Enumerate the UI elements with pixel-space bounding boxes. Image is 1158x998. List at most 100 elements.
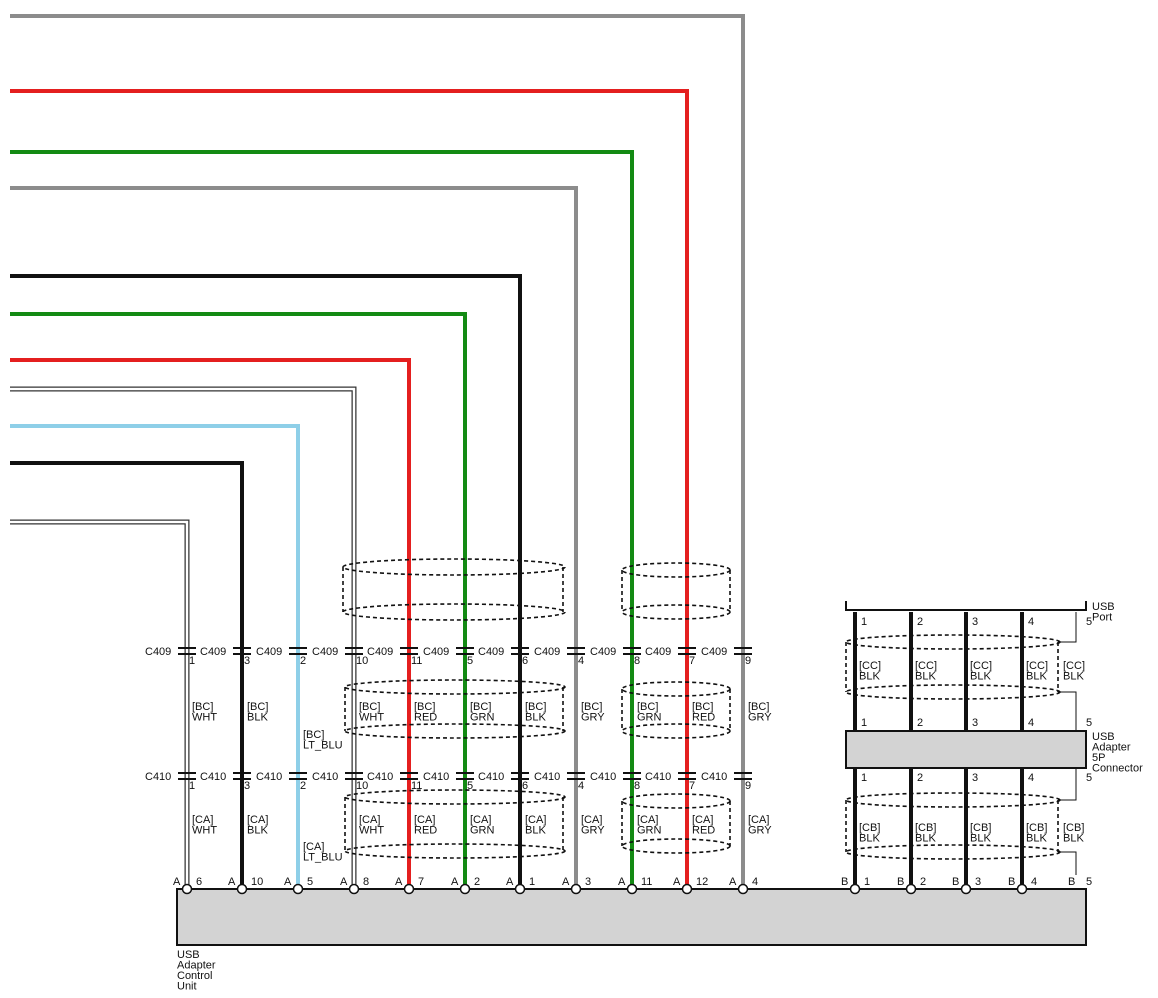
usb-port-bracket (845, 601, 1087, 611)
unit-pin-label: 4 (752, 876, 758, 888)
wire-wht (10, 520, 189, 889)
connector-pin-lower: 8 (634, 780, 640, 792)
usb-wire-label-upper: [CC] (970, 660, 992, 672)
unit-terminal (292, 883, 304, 895)
unit-side-label: A (562, 876, 570, 888)
wire-label-lower: [CA] (192, 814, 213, 826)
connector-id-lower: C410 (312, 771, 338, 783)
usb-adapter-pin-bottom: 2 (917, 772, 923, 784)
unit-side-label: A (395, 876, 403, 888)
unit-pin-label: 3 (585, 876, 591, 888)
wire-label-lower: [CA] (637, 814, 658, 826)
shield-low-left (344, 843, 566, 859)
connector-pin-lower: 10 (356, 780, 368, 792)
unit-side-label: A (451, 876, 459, 888)
usb-wire-label-upper: BLK (915, 671, 936, 683)
adapter-connector-label: USB (1092, 731, 1115, 743)
wire-label-upper: GRN (637, 712, 662, 724)
usb-shield-label-upper: [CC] (1063, 660, 1085, 672)
usb-wire-label-lower: [CB] (859, 822, 880, 834)
connector-id-upper: C409 (645, 646, 671, 658)
unit-pin-label-b: 1 (864, 876, 870, 888)
wire-wht (10, 519, 190, 889)
wire-label-upper: BLK (525, 712, 546, 724)
usb-adapter-pin5-top: 5 (1086, 717, 1092, 729)
unit-terminal (570, 883, 582, 895)
shield-mid-right (621, 723, 731, 739)
shield-top-left (342, 603, 566, 621)
wire-label-lower: WHT (192, 825, 217, 837)
unit-pin-label: 7 (418, 876, 424, 888)
usb-wire-label-upper: BLK (859, 671, 880, 683)
usb-port-label: USB (1092, 601, 1115, 613)
connector-pin-lower: 3 (244, 780, 250, 792)
usb-adapter-pin-bottom: 3 (972, 772, 978, 784)
unit-terminal (626, 883, 638, 895)
connector-id-upper: C409 (200, 646, 226, 658)
connector-id-lower: C410 (256, 771, 282, 783)
connector-pin-upper: 11 (411, 655, 422, 667)
unit-side-label-b5: B (1068, 876, 1075, 888)
wire-label-upper: [BC] (470, 701, 491, 713)
wire-blk2 (10, 274, 522, 889)
unit-pin-label: 6 (196, 876, 202, 888)
wire-label-upper: [BC] (692, 701, 713, 713)
unit-side-label: A (673, 876, 681, 888)
shield-top-left (342, 558, 566, 576)
wire-label-upper: WHT (359, 712, 384, 724)
connector-id-upper: C409 (701, 646, 727, 658)
wire-red1 (10, 358, 411, 889)
wire-label-upper: WHT (192, 712, 217, 724)
connector-pin-lower: 7 (689, 780, 695, 792)
control-unit-label: Control (177, 970, 212, 982)
connector-pin-upper: 2 (300, 655, 306, 667)
unit-pin-label: 8 (363, 876, 369, 888)
wire-label-lower: [CA] (247, 814, 268, 826)
connector-id-upper: C409 (145, 646, 171, 658)
connector-id-upper: C409 (423, 646, 449, 658)
usb-adapter-pin-top: 2 (917, 717, 923, 729)
unit-pin-label-b5: 5 (1086, 876, 1092, 888)
usb-wire-label-lower: BLK (1026, 833, 1047, 845)
component-layer (176, 601, 1087, 946)
shield-top-right (621, 604, 731, 620)
unit-side-label-b: B (952, 876, 959, 888)
wire-label-upper: [BC] (525, 701, 546, 713)
usb-wire-label-upper: [CC] (1026, 660, 1048, 672)
usb-wire-label-lower: BLK (970, 833, 991, 845)
wire-blk1 (10, 461, 244, 889)
usb-wire-label-lower: [CB] (1026, 822, 1047, 834)
shield-low-right (621, 838, 731, 854)
shield-layer (342, 558, 1077, 875)
adapter-connector-label: 5P (1092, 752, 1105, 764)
wire-label-upper: GRY (581, 712, 605, 724)
shield-usb-lower (845, 792, 1061, 808)
connector-pin-upper: 10 (356, 655, 368, 667)
connector-id-lower: C410 (367, 771, 393, 783)
connector-pin-lower: 2 (300, 780, 306, 792)
usb-shield-label-lower: [CB] (1063, 822, 1084, 834)
drain-wire (1058, 768, 1077, 801)
wire-label-lower: LT_BLU (303, 852, 343, 864)
wire-gry1 (10, 186, 578, 889)
wire-label-upper: [BC] (192, 701, 213, 713)
wire-label-upper: [BC] (359, 701, 380, 713)
unit-side-label: A (284, 876, 292, 888)
shield-mid-left (344, 723, 566, 739)
unit-terminal (348, 883, 360, 895)
unit-side-label-b: B (897, 876, 904, 888)
wire-label-lower: RED (414, 825, 437, 837)
unit-side-label: A (729, 876, 737, 888)
wire-label-lower: [CA] (359, 814, 380, 826)
usb-adapter-pin-bottom: 1 (861, 772, 867, 784)
usb-adapter-pin-top: 3 (972, 717, 978, 729)
wire-label-upper: [BC] (414, 701, 435, 713)
drain-wire (1058, 691, 1077, 731)
connector-pin-upper: 9 (745, 655, 751, 667)
connector-pin-upper: 7 (689, 655, 695, 667)
connector-pin-lower: 11 (411, 780, 422, 792)
wire-label-lower: GRN (637, 825, 662, 837)
unit-side-label: A (340, 876, 348, 888)
connector-id-lower: C410 (423, 771, 449, 783)
